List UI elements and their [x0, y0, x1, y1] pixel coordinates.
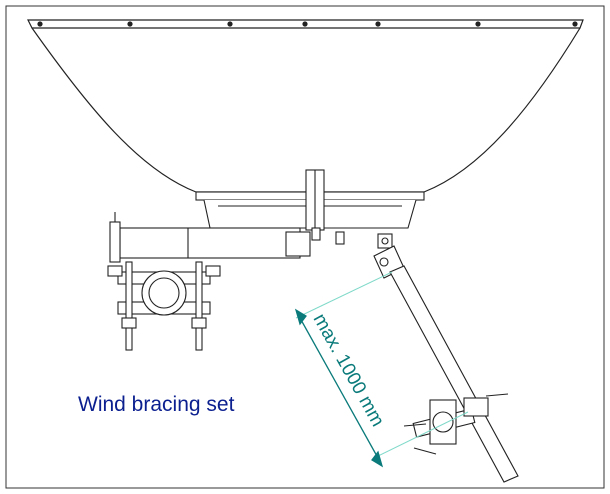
dimension-extension-lines [295, 271, 469, 459]
dimension-label: max. 1000 mm [309, 310, 388, 430]
dish-reflector [31, 27, 581, 193]
mounting-arm [109, 212, 345, 263]
strut-pole-clamp [403, 393, 509, 455]
left-pole-clamp [107, 261, 221, 351]
caption: Wind bracing set [78, 393, 235, 416]
dimension-line [294, 308, 384, 468]
dish-hub [195, 169, 425, 241]
dish-rim [27, 19, 584, 29]
wind-bracing-strut [373, 233, 519, 483]
drawing-frame [5, 5, 605, 489]
